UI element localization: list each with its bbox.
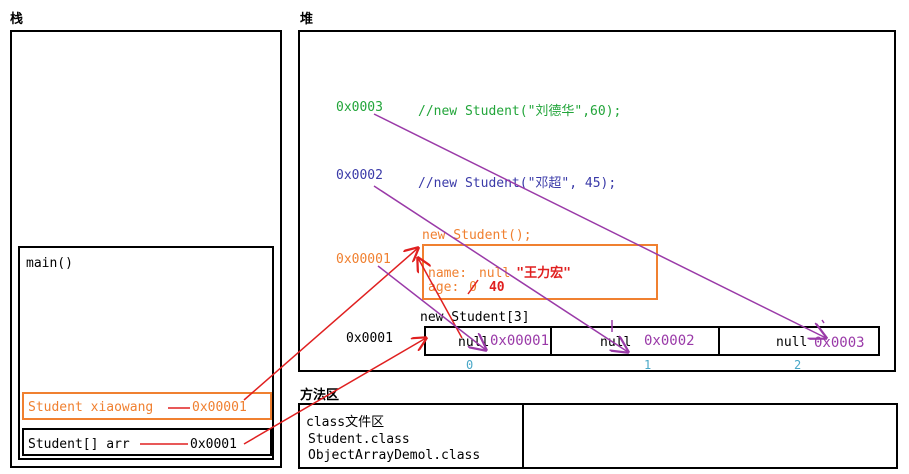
age-field-new-value: 40 (488, 280, 505, 295)
array-label: new Student[3] (420, 310, 530, 325)
name-field-new-value: "王力宏" (516, 266, 571, 281)
addr2-to-cell1-arrow (373, 185, 628, 352)
cell-1-new: 0x0002 (644, 333, 695, 349)
addr3-to-cell2-arrow (373, 113, 826, 338)
class-area-divider (522, 403, 524, 469)
cell-2-old: null (776, 335, 808, 350)
arr-var-label: Student[] arr (28, 437, 130, 452)
stack-title: 栈 (10, 12, 24, 27)
student-object-label: new Student(); (422, 228, 532, 243)
arr-to-array-arrow (243, 338, 426, 445)
heap-address-0x0002: 0x0002 (336, 168, 383, 183)
heap-title: 堆 (300, 12, 314, 27)
array-index-1: 1 (644, 358, 652, 372)
array-address: 0x0001 (346, 331, 393, 346)
method-area-panel (298, 403, 898, 469)
method-area-title: 方法区 (300, 388, 340, 403)
tick-mark-2 (821, 319, 825, 324)
array-index-0: 0 (466, 358, 474, 372)
heap-comment-dengchao: //new Student("邓超", 45); (418, 176, 617, 191)
class-area-title: class文件区 (306, 415, 385, 430)
heap-comment-liudehua: //new Student("刘德华",60); (418, 104, 622, 119)
xiaowang-to-object-arrow (243, 248, 418, 401)
main-frame-label: main() (26, 256, 73, 271)
arr-var-address: 0x0001 (190, 437, 237, 452)
heap-panel (298, 30, 896, 372)
arr-var-box (22, 428, 272, 456)
addr1-to-cell0-arrow (377, 265, 486, 350)
cell0-to-object-arrow (418, 258, 463, 339)
student-var-address: 0x00001 (192, 400, 247, 415)
main-frame (18, 246, 274, 460)
name-field-label: name: (428, 266, 475, 281)
student-var-box (22, 392, 272, 420)
student-var-label: Student xiaowang (28, 400, 154, 415)
class-file-student: Student.class (308, 432, 410, 447)
stack-panel (10, 30, 282, 468)
array-index-2: 2 (794, 358, 802, 372)
class-file-demo: ObjectArrayDemol.class (308, 448, 481, 463)
heap-address-0x0003: 0x0003 (336, 100, 383, 115)
heap-address-0x00001: 0x00001 (336, 252, 391, 267)
cell-0-new: 0x00001 (490, 333, 550, 349)
age-strike (467, 279, 479, 295)
